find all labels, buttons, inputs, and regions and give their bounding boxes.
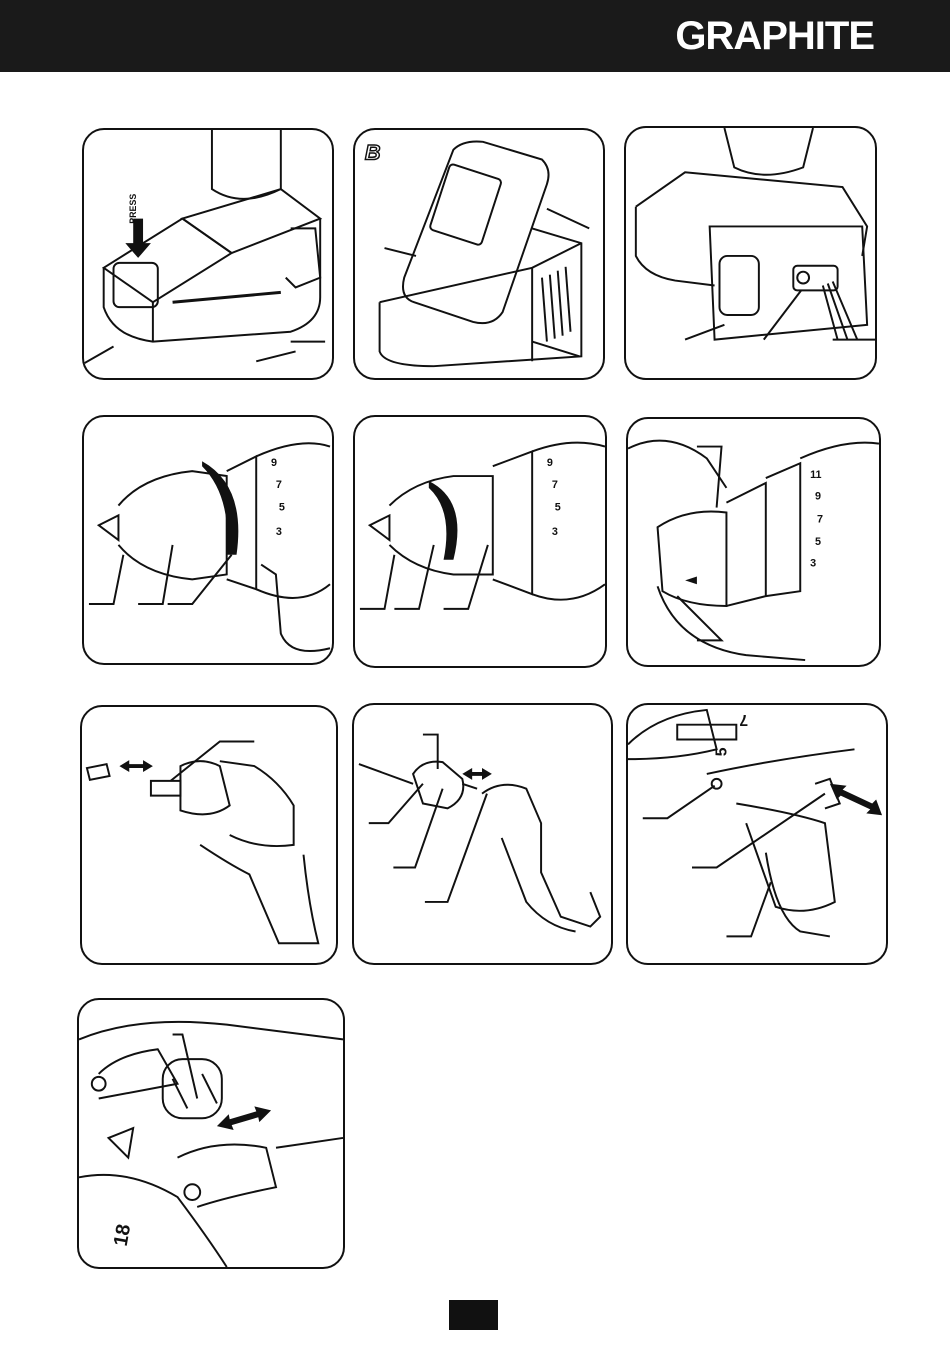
press-label: PRESS — [128, 194, 138, 224]
chuck-dial-numbers: 9 7 5 3 — [547, 457, 561, 538]
figure-gear-switch: 18 — [77, 998, 345, 1269]
svg-text:11: 11 — [810, 469, 821, 481]
svg-text:5: 5 — [713, 747, 730, 756]
svg-text:7: 7 — [552, 479, 558, 491]
chuck-tighten-illustration: 11 9 7 5 3 — [628, 419, 879, 665]
svg-text:3: 3 — [276, 526, 282, 538]
charger-illustration: B — [355, 130, 603, 378]
svg-text:9: 9 — [271, 457, 277, 469]
svg-text:3: 3 — [810, 558, 816, 570]
figure-chuck-tighten: 11 9 7 5 3 — [626, 417, 881, 667]
gear-switch-illustration: 18 — [79, 1000, 343, 1267]
svg-text:5: 5 — [555, 501, 561, 513]
figure-direction-switch: 7 5 — [626, 703, 888, 965]
direction-dial-numbers: 7 5 — [713, 711, 748, 756]
figure-letter: B — [365, 140, 381, 165]
svg-text:7: 7 — [739, 711, 748, 728]
figure-battery-indicator — [624, 126, 877, 380]
torque-dial-numbers: 9 7 5 3 — [271, 457, 285, 538]
figure-torque-ring: 9 7 5 3 — [82, 415, 334, 665]
direction-switch-illustration: 7 5 — [628, 705, 886, 963]
figure-drill-bit-insert — [352, 703, 613, 965]
chuck-sleeve-illustration: 9 7 5 3 — [355, 417, 605, 666]
svg-text:5: 5 — [815, 536, 821, 548]
figure-charger: B — [353, 128, 605, 380]
bit-insert-illustration — [82, 707, 336, 963]
svg-text:3: 3 — [552, 526, 558, 538]
battery-insert-illustration: PRESS — [84, 130, 332, 378]
drill-bit-insert-illustration — [354, 705, 611, 963]
battery-indicator-illustration — [626, 128, 875, 378]
figure-bit-insert — [80, 705, 338, 965]
brand-logo: GRAPHITE — [675, 14, 874, 58]
svg-text:7: 7 — [817, 513, 823, 525]
page-header: GRAPHITE — [0, 0, 950, 72]
svg-text:5: 5 — [279, 501, 285, 513]
gear-dial-number: 18 — [110, 1222, 135, 1247]
torque-ring-illustration: 9 7 5 3 — [84, 417, 332, 663]
tighten-dial-numbers: 11 9 7 5 3 — [810, 469, 823, 570]
svg-text:9: 9 — [547, 457, 553, 469]
page-number-box — [449, 1300, 498, 1330]
figure-chuck-sleeve: 9 7 5 3 — [353, 415, 607, 668]
figure-battery-insert: PRESS — [82, 128, 334, 380]
svg-text:7: 7 — [276, 479, 282, 491]
svg-text:9: 9 — [815, 491, 821, 503]
